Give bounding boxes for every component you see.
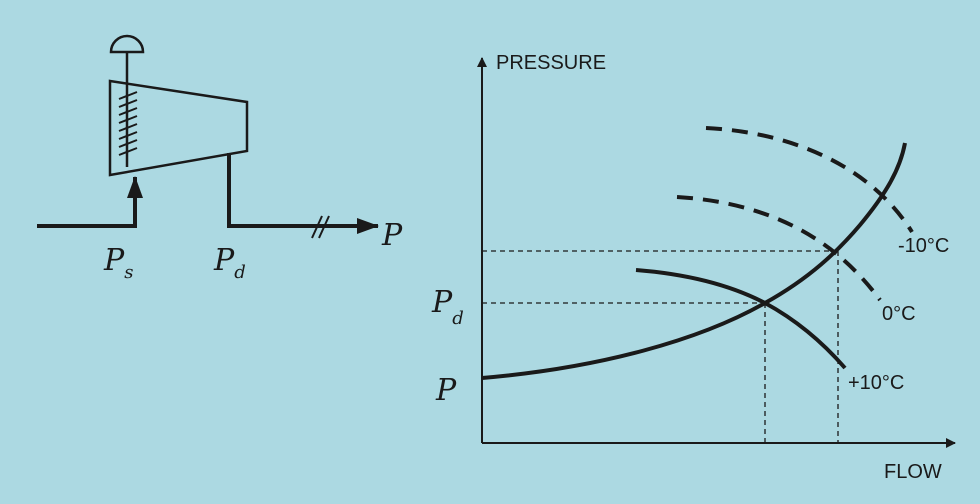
outlet-pressure-label: P: [381, 218, 403, 253]
discharge-line: [227, 153, 379, 234]
x-axis-label: FLOW: [884, 461, 942, 483]
guide-lines: [482, 250, 839, 443]
p-axis-label: P: [435, 373, 457, 408]
curve-label-minus10: -10°C: [898, 235, 949, 257]
y-axis-label: PRESSURE: [496, 52, 606, 74]
valve-dome-icon: [109, 34, 145, 54]
curve-label-0: 0°C: [882, 303, 916, 325]
curve-label-plus10: +10°C: [848, 372, 904, 394]
suction-line: [37, 176, 143, 228]
compressor-body: [108, 79, 249, 177]
pump-curve-plus10: [635, 268, 847, 370]
pump-curve-0: [676, 195, 882, 302]
break-marks: [311, 215, 330, 239]
pd-axis-label: Pd: [431, 285, 464, 329]
spring-hatch: [118, 91, 138, 156]
suction-pressure-label: Ps: [103, 243, 133, 283]
pump-curve-minus10: [705, 126, 914, 234]
discharge-pressure-label: Pd: [213, 243, 246, 283]
chart: [477, 57, 956, 448]
system-curve: [481, 142, 907, 380]
compressor-schematic: [37, 34, 379, 239]
